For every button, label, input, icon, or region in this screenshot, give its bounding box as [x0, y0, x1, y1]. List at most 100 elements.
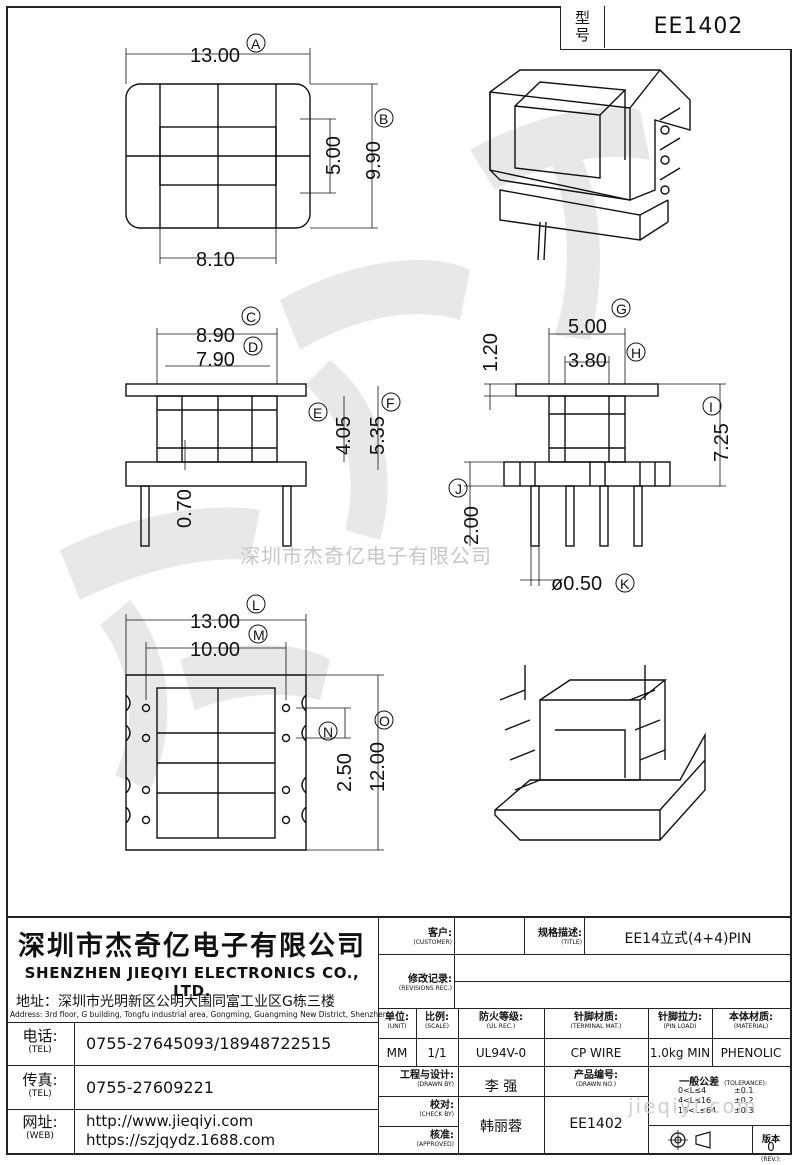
dim-inner-height-value: 5.00	[323, 136, 345, 175]
title-label: 规格描述:(TITLE)	[538, 928, 582, 946]
dim-H-tag	[626, 342, 646, 362]
dim-B-tag	[374, 108, 394, 128]
dim-K-value: ø0.50	[551, 573, 602, 595]
dim-C-letter: C	[246, 309, 256, 325]
scale-value: 1/1	[427, 1046, 447, 1060]
dim-J-tag	[448, 478, 468, 498]
top-view	[125, 48, 378, 264]
iso-view-top	[489, 69, 691, 261]
tel-label: 电话:(TEL)	[22, 1027, 58, 1056]
tolerance-table: 0<L≤4±0.1 4<L≤16±0.2 16<L≤64±0.3	[678, 1086, 753, 1116]
tolerance-row: 4<L≤16±0.2	[678, 1096, 754, 1105]
ul-value: UL94V-0	[475, 1046, 527, 1060]
terminal-value: CP WIRE	[570, 1046, 622, 1060]
title-value: EE14立式(4+4)PIN	[624, 931, 752, 947]
tolerance-row: 16<L≤64±0.3	[678, 1106, 754, 1115]
material-label: 本体材质:(MATERIAL)	[729, 1012, 773, 1030]
dim-M-tag	[248, 624, 268, 644]
watermark-url: jieqiyi.com	[628, 1094, 759, 1118]
revisions-label: 修改记录:(REVISIONS REC.)	[398, 974, 452, 992]
unit-value: MM	[386, 1046, 408, 1060]
dim-H-value: 3.80	[568, 350, 607, 372]
dim-N-tag	[318, 721, 338, 741]
drawing-frame	[6, 6, 792, 1155]
dim-I-letter: I	[709, 399, 713, 415]
bottom-view	[125, 614, 384, 851]
dim-pin-offset-value: 0.70	[174, 489, 196, 528]
title-block: 深圳市杰奇亿电子有限公司 SHENZHEN JIEQIYI ELECTRONIC…	[6, 916, 792, 1163]
terminal-label: 针脚材质:(TERMINAL MAT.)	[570, 1012, 622, 1030]
dim-D-tag	[243, 336, 263, 356]
dim-I-tag	[702, 396, 722, 416]
unit-label: 单位:(UNIT)	[385, 1012, 409, 1030]
dim-N-letter: N	[323, 724, 333, 740]
fax-label: 传真:(TEL)	[22, 1071, 58, 1100]
company-name-en: SHENZHEN JIEQIYI ELECTRONICS CO., LTD.	[24, 964, 360, 1000]
dim-J-letter: J	[455, 481, 462, 497]
dim-E-letter: E	[313, 405, 322, 421]
version-value: 0	[767, 1140, 775, 1154]
dim-D-value: 7.90	[196, 349, 235, 371]
model-label: 型 号	[561, 6, 605, 48]
side-view	[464, 328, 726, 586]
drawn-by-value: 李 强	[484, 1079, 518, 1095]
dim-O-value: 12.00	[367, 742, 389, 792]
dim-A-letter: A	[251, 36, 261, 52]
model-label-2: 号	[574, 26, 590, 44]
material-value: PHENOLIC	[720, 1046, 782, 1060]
dim-M-letter: M	[253, 627, 265, 643]
web-label: 网址:(WEB)	[22, 1113, 58, 1142]
dim-H-letter: H	[631, 345, 641, 361]
fax-value: 0755-27609221	[86, 1078, 214, 1097]
dim-A-tag	[246, 33, 266, 53]
dim-C-value: 8.90	[196, 325, 235, 347]
dim-L-value: 13.00	[190, 611, 240, 633]
dim-E-tag	[308, 402, 328, 422]
dim-L-tag	[246, 594, 266, 614]
dim-A-value: 13.00	[190, 45, 240, 67]
scale-label: 比例:(SCALE)	[425, 1012, 449, 1030]
projection-symbol-icon	[668, 1130, 711, 1150]
dim-L-letter: L	[252, 597, 260, 613]
approved-label: 核准:(APPROVED)	[416, 1130, 454, 1148]
dim-F-tag	[381, 392, 401, 412]
dim-F-letter: F	[386, 395, 395, 411]
dim-G-letter: G	[616, 301, 627, 317]
company-address-cn: 地址：深圳市光明新区公明大围同富工业区G栋三楼	[16, 994, 335, 1010]
model-value: EE1402	[653, 14, 744, 39]
tel-value: 0755-27645093/18948722515	[86, 1034, 332, 1053]
company-address-en: Address: 3rd floor, G building, Tongfu i…	[10, 1010, 390, 1019]
model-label-1: 型	[574, 9, 590, 27]
approved-value: 韩丽蓉	[480, 1119, 522, 1135]
version-label: 版本(REV.):	[761, 1135, 781, 1163]
dim-O-tag	[374, 710, 394, 730]
dim-E-value: 4.05	[333, 416, 355, 455]
web-link-2[interactable]: https://szjqydz.1688.com	[86, 1131, 276, 1149]
dim-B-value: 9.90	[363, 141, 385, 180]
dim-inner-width-value: 8.10	[196, 249, 235, 271]
technical-drawing: 13.00 A 8.10 9.90 B 5.00	[60, 33, 733, 851]
web-link-1[interactable]: http://www.jieqiyi.com	[86, 1112, 254, 1130]
dim-C-tag	[241, 306, 261, 326]
dim-N-value: 2.50	[334, 753, 356, 792]
tolerance-row: 0<L≤4±0.1	[678, 1086, 754, 1095]
dim-F-value: 5.35	[367, 416, 389, 455]
dim-O-letter: O	[379, 713, 390, 729]
customer-label: 客户:(CUSTOMER)	[413, 928, 452, 946]
dim-B-letter: B	[379, 111, 388, 127]
dim-K-letter: K	[620, 576, 630, 592]
dim-G-value: 5.00	[568, 316, 607, 338]
pinload-value: 1.0kg MIN	[649, 1046, 711, 1060]
dim-G-tag	[611, 298, 631, 318]
iso-view-bottom	[494, 665, 706, 841]
tolerance-label: 一般公差 (TOLERANCE):	[679, 1077, 767, 1088]
pinload-label: 针脚拉力:(PIN LOAD)	[658, 1012, 702, 1030]
dim-K-tag	[615, 573, 635, 593]
dim-M-value: 10.00	[190, 639, 240, 661]
dim-D-letter: D	[248, 339, 258, 355]
company-name-cn: 深圳市杰奇亿电子有限公司	[18, 931, 366, 962]
front-view	[125, 328, 379, 547]
drawn-by-label: 工程与设计:(DRAWN BY)	[400, 1070, 454, 1088]
dim-flange-value: 1.20	[480, 333, 502, 372]
ul-label: 防火等级:(UL REC.)	[479, 1012, 523, 1030]
